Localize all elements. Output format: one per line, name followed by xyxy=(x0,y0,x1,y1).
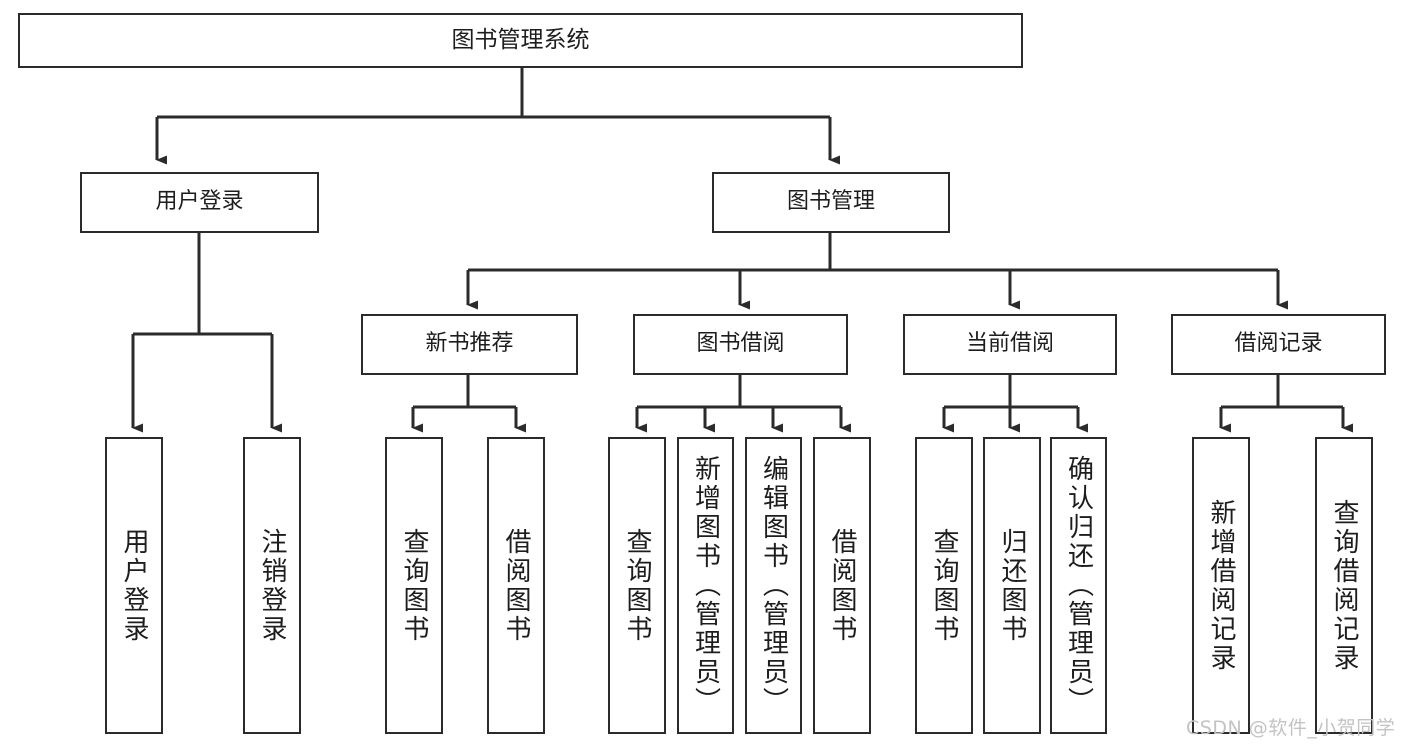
leaf-newbook-query-book[interactable]: 查询图书 xyxy=(385,437,443,734)
leaf-borrow-add-book-label: 新增图书（管理员） xyxy=(690,455,721,716)
node-user-login[interactable]: 用户登录 xyxy=(80,172,319,233)
leaf-borrow-edit-book-label: 编辑图书（管理员） xyxy=(758,455,789,716)
node-borrow-records[interactable]: 借阅记录 xyxy=(1171,314,1386,375)
node-new-book-recommend-label: 新书推荐 xyxy=(425,331,514,357)
leaf-current-confirm-return-label: 确认归还（管理员） xyxy=(1063,455,1094,716)
leaf-logout-label: 注销登录 xyxy=(257,527,287,644)
node-book-borrow-label: 图书借阅 xyxy=(696,331,785,357)
leaf-newbook-borrow-book[interactable]: 借阅图书 xyxy=(487,437,545,734)
leaf-records-add-record-label: 新增借阅记录 xyxy=(1206,498,1236,673)
leaf-current-query-book[interactable]: 查询图书 xyxy=(915,437,973,734)
leaf-borrow-borrow-book[interactable]: 借阅图书 xyxy=(813,437,871,734)
leaf-user-login[interactable]: 用户登录 xyxy=(105,437,163,734)
leaf-records-add-record[interactable]: 新增借阅记录 xyxy=(1192,437,1250,734)
leaf-current-query-book-label: 查询图书 xyxy=(929,527,959,644)
leaf-user-login-label: 用户登录 xyxy=(119,527,149,644)
node-user-login-label: 用户登录 xyxy=(155,189,244,215)
node-current-borrow[interactable]: 当前借阅 xyxy=(903,314,1117,375)
leaf-borrow-add-book[interactable]: 新增图书（管理员） xyxy=(677,437,734,734)
node-new-book-recommend[interactable]: 新书推荐 xyxy=(361,314,578,375)
leaf-current-confirm-return[interactable]: 确认归还（管理员） xyxy=(1050,437,1107,734)
leaf-borrow-query-book[interactable]: 查询图书 xyxy=(608,437,666,734)
node-borrow-records-label: 借阅记录 xyxy=(1234,331,1323,357)
leaf-newbook-borrow-book-label: 借阅图书 xyxy=(501,527,531,644)
leaf-newbook-query-book-label: 查询图书 xyxy=(399,527,429,644)
leaf-current-return-book[interactable]: 归还图书 xyxy=(983,437,1041,734)
leaf-records-query-record-label: 查询借阅记录 xyxy=(1329,498,1359,673)
leaf-borrow-borrow-book-label: 借阅图书 xyxy=(827,527,857,644)
node-root[interactable]: 图书管理系统 xyxy=(18,13,1023,68)
node-current-borrow-label: 当前借阅 xyxy=(965,331,1054,357)
leaf-current-return-book-label: 归还图书 xyxy=(997,527,1027,644)
leaf-borrow-query-book-label: 查询图书 xyxy=(622,527,652,644)
node-book-borrow[interactable]: 图书借阅 xyxy=(633,314,848,375)
leaf-logout[interactable]: 注销登录 xyxy=(243,437,301,734)
node-book-management-label: 图书管理 xyxy=(786,189,875,215)
csdn-watermark: CSDN @软件_小贺同学 xyxy=(1186,717,1396,739)
leaf-borrow-edit-book[interactable]: 编辑图书（管理员） xyxy=(745,437,802,734)
node-book-management[interactable]: 图书管理 xyxy=(712,172,950,233)
node-root-label: 图书管理系统 xyxy=(451,27,590,54)
leaf-records-query-record[interactable]: 查询借阅记录 xyxy=(1315,437,1373,734)
